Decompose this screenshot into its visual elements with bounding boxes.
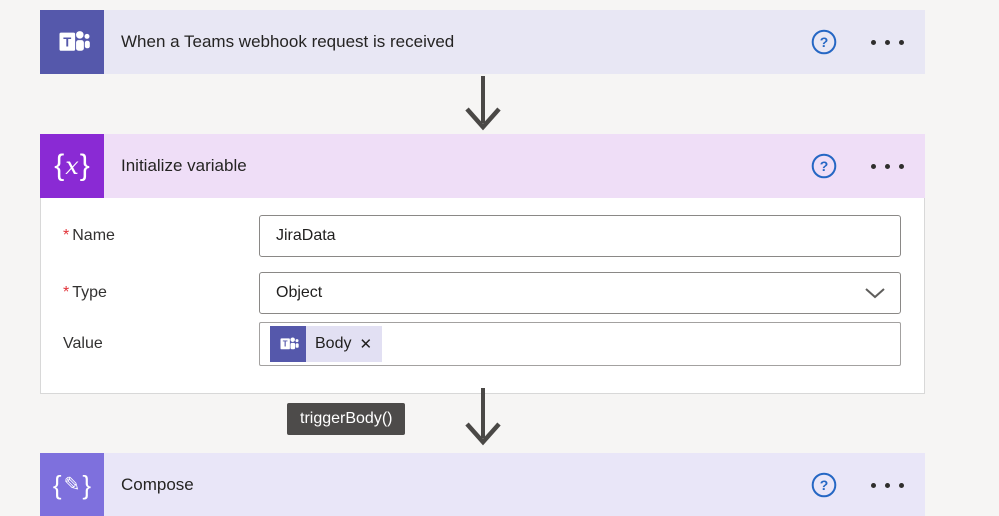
name-field-label: *Name <box>63 227 115 244</box>
svg-text:T: T <box>63 34 71 49</box>
initialize-card-header[interactable]: {x} Initialize variable ? <box>40 134 925 198</box>
brace-close-glyph: } <box>82 470 92 500</box>
value-field-row: Value T <box>63 322 901 366</box>
trigger-card-header[interactable]: T When a Teams webhook request is receiv… <box>40 10 925 74</box>
teams-icon: T <box>40 10 104 74</box>
body-token-chip[interactable]: T Body ✕ <box>270 326 383 362</box>
x-glyph: x <box>65 152 79 180</box>
required-marker: * <box>63 227 70 244</box>
initialize-variable-card: {x} Initialize variable ? <box>40 134 925 394</box>
svg-text:T: T <box>283 340 288 349</box>
connector-arrow <box>465 388 501 446</box>
compose-card-header[interactable]: {✎} Compose ? <box>40 453 925 516</box>
compose-title: Compose <box>121 475 194 494</box>
compose-card: {✎} Compose ? <box>40 453 925 516</box>
value-field-label: Value <box>63 335 103 352</box>
more-options-icon[interactable] <box>869 477 906 494</box>
name-input[interactable] <box>259 215 901 257</box>
compose-icon: {✎} <box>40 453 104 516</box>
type-dropdown[interactable]: Object <box>259 272 901 314</box>
more-options-icon[interactable] <box>869 158 906 175</box>
brace-open-glyph: { <box>52 470 62 500</box>
teams-icon: T <box>270 326 306 362</box>
help-icon[interactable]: ? <box>811 153 837 179</box>
name-field-row: *Name <box>63 215 901 257</box>
brace-close-glyph: } <box>79 149 90 182</box>
svg-text:?: ? <box>820 158 829 174</box>
close-icon[interactable]: ✕ <box>359 335 373 353</box>
type-field-row: *Type Object <box>63 272 901 314</box>
brace-open-glyph: { <box>54 149 65 182</box>
trigger-card-teams-webhook: T When a Teams webhook request is receiv… <box>40 10 925 74</box>
help-icon[interactable]: ? <box>811 472 837 498</box>
expression-tooltip: triggerBody() <box>287 403 406 435</box>
trigger-title: When a Teams webhook request is received <box>121 32 455 51</box>
token-chip-label: Body <box>315 335 352 352</box>
type-dropdown-value: Object <box>276 284 323 301</box>
initialize-title: Initialize variable <box>121 156 247 175</box>
initialize-card-body: *Name *Type Object Value <box>40 198 925 394</box>
pencil-icon: ✎ <box>63 474 81 496</box>
value-input[interactable]: T Body ✕ <box>259 322 901 366</box>
type-field-label: *Type <box>63 284 107 301</box>
svg-text:?: ? <box>820 477 829 493</box>
required-marker: * <box>63 284 70 301</box>
connector-arrow <box>465 76 501 131</box>
svg-text:?: ? <box>820 34 829 50</box>
more-options-icon[interactable] <box>869 34 906 51</box>
variable-icon: {x} <box>40 134 104 198</box>
help-icon[interactable]: ? <box>811 29 837 55</box>
chevron-down-icon <box>865 288 885 299</box>
